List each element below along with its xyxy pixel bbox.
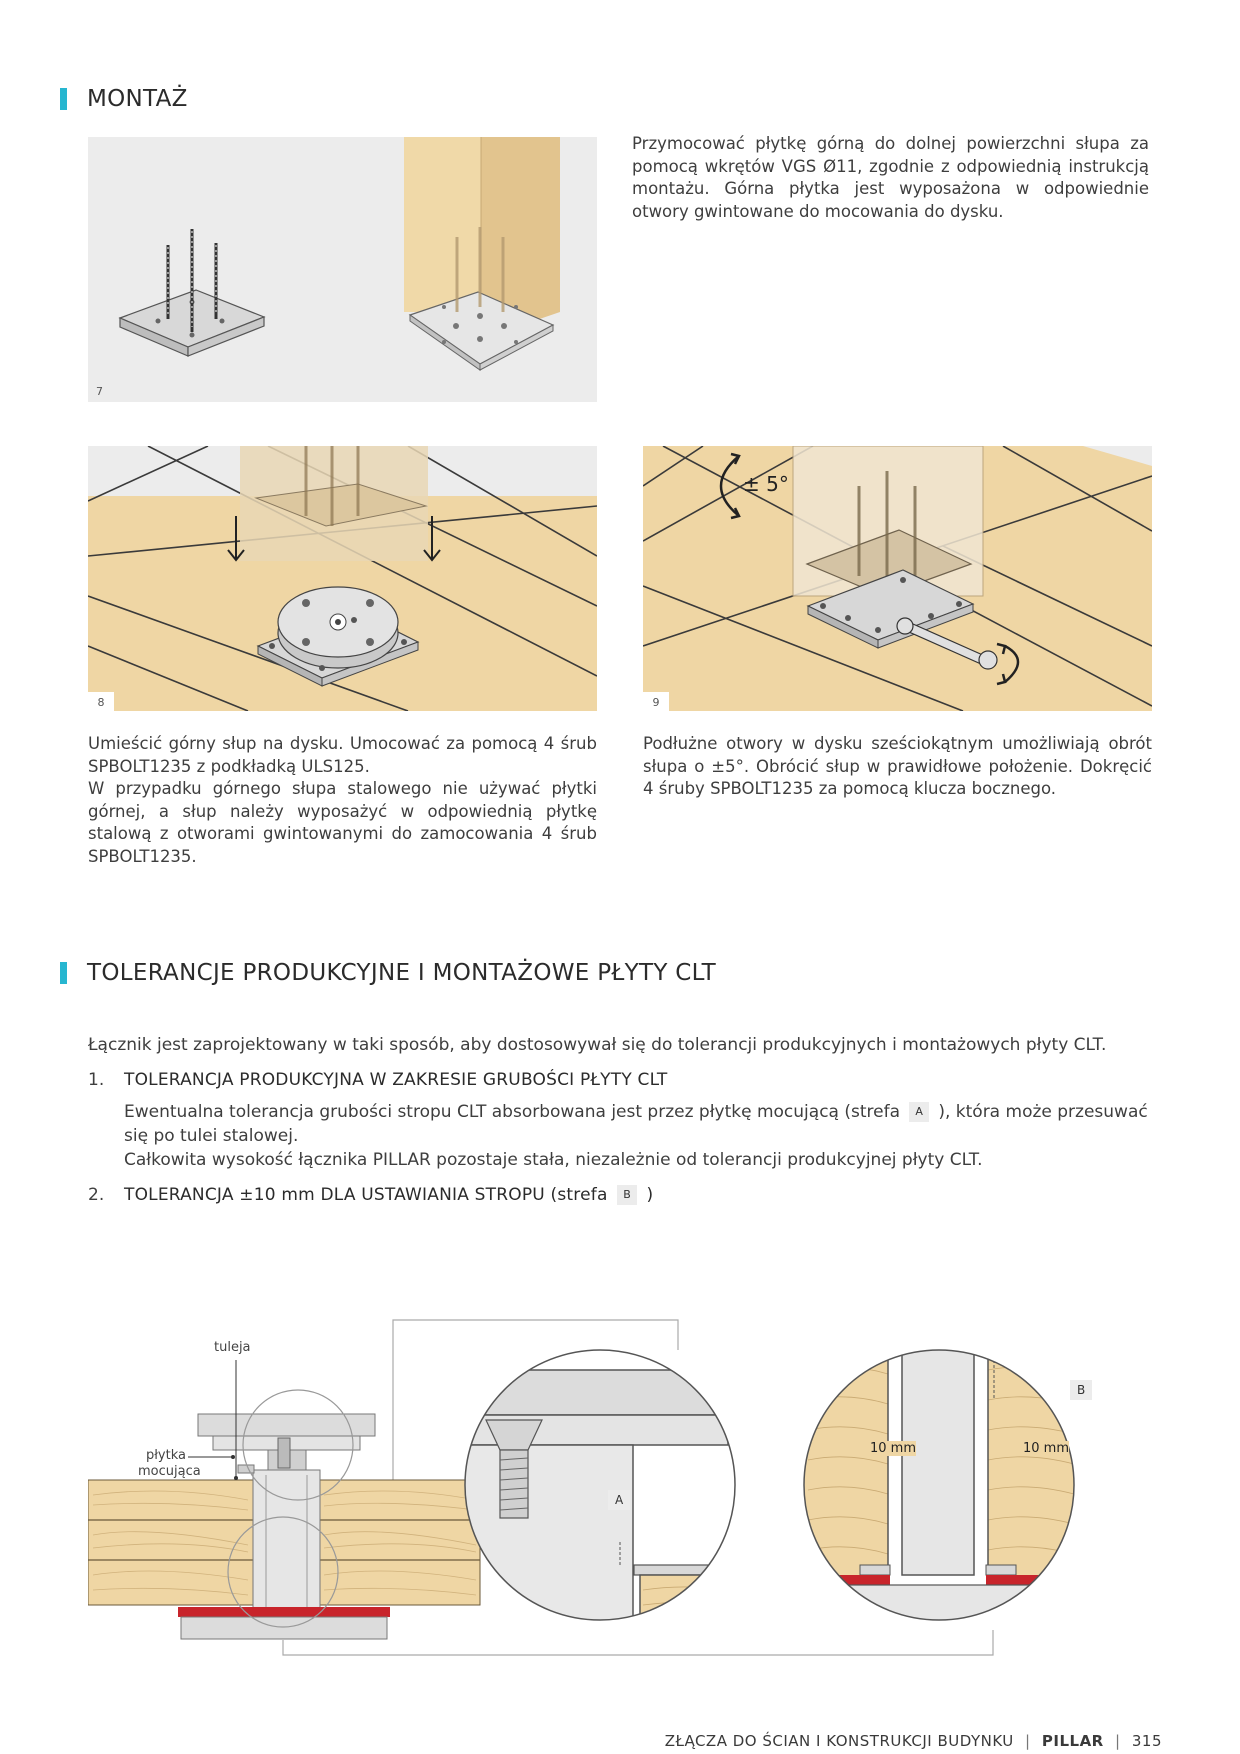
zone-a-label: A — [608, 1490, 631, 1510]
figure-7-illustration — [118, 137, 560, 371]
zone-b-label: B — [1070, 1380, 1093, 1400]
label-fixing-plate-line-2: mocująca — [138, 1464, 201, 1479]
list-heading-2-end: ) — [646, 1185, 654, 1205]
label-sleeve: tuleja — [214, 1340, 251, 1355]
gap-right-label: 10 mm — [1023, 1441, 1070, 1456]
list-text-1a-end: ), która może przesuwać się po tulei sta… — [124, 1102, 1148, 1146]
tolerance-diagram: tuleja płytka mocująca A B 10 mm 10 mm — [87, 1310, 1158, 1660]
figure-8-illustration — [88, 446, 597, 711]
figure-7: 7 — [88, 137, 597, 402]
section-title-montaz: MONTAŻ — [60, 84, 188, 114]
zone-b-badge: B — [617, 1185, 637, 1205]
list-heading-2-start: TOLERANCJA ±10 mm DLA USTAWIANIA STROPU … — [124, 1185, 608, 1205]
footer-text: ZŁĄCZA DO ŚCIAN I KONSTRUKCJI BUDYNKU — [664, 1732, 1014, 1750]
figure-8-number: 8 — [88, 692, 114, 711]
footer-separator: | — [1115, 1732, 1121, 1750]
figure-8-description: Umieścić górny słup na dysku. Umocować z… — [88, 733, 597, 868]
section-title-tolerancje: TOLERANCJE PRODUKCYJNE I MONTAŻOWE PŁYTY… — [60, 958, 716, 988]
page-footer: ZŁĄCZA DO ŚCIAN I KONSTRUKCJI BUDYNKU | … — [665, 1732, 1162, 1750]
label-fixing-plate: płytka mocująca — [138, 1448, 201, 1480]
list-heading-1: TOLERANCJA PRODUKCYJNA W ZAKRESIE GRUBOŚ… — [124, 1070, 668, 1090]
zone-a-badge: A — [909, 1102, 929, 1122]
section-title-text: TOLERANCJE PRODUKCYJNE I MONTAŻOWE PŁYTY… — [87, 960, 716, 986]
list-heading-2: TOLERANCJA ±10 mm DLA USTAWIANIA STROPU … — [124, 1185, 653, 1205]
section-title-text: MONTAŻ — [87, 86, 188, 112]
list-text-1a-start: Ewentualna tolerancja grubości stropu CL… — [124, 1102, 900, 1122]
figure-8-text-2: W przypadku górnego słupa stalowego nie … — [88, 779, 597, 866]
figure-7-number: 7 — [96, 385, 103, 398]
page-number: 315 — [1131, 1732, 1162, 1750]
section-marker — [60, 88, 67, 110]
footer-brand: PILLAR — [1041, 1732, 1104, 1750]
figure-9-illustration — [643, 446, 1152, 711]
section-marker — [60, 962, 67, 984]
figure-7-description: Przymocować płytkę górną do dolnej powie… — [632, 134, 1149, 221]
figure-8-text-1: Umieścić górny słup na dysku. Umocować z… — [88, 734, 597, 776]
list-number-2: 2. — [88, 1185, 105, 1205]
figure-9-description: Podłużne otwory w dysku sześciokątnym um… — [643, 734, 1152, 798]
list-text-1b: Całkowita wysokość łącznika PILLAR pozos… — [124, 1150, 983, 1170]
list-number-1: 1. — [88, 1070, 105, 1090]
footer-separator: | — [1025, 1732, 1031, 1750]
gap-left-label: 10 mm — [870, 1441, 917, 1456]
figure-8: 8 — [88, 446, 597, 711]
rotation-label: ± 5° — [743, 472, 789, 496]
intro-paragraph: Łącznik jest zaprojektowany w taki sposó… — [88, 1035, 1107, 1055]
tolerance-diagram-svg — [87, 1319, 1075, 1656]
figure-9: ± 5° 9 — [643, 446, 1152, 711]
figure-9-number: 9 — [643, 692, 669, 711]
list-text-1a: Ewentualna tolerancja grubości stropu CL… — [124, 1100, 1152, 1148]
label-fixing-plate-line-1: płytka — [145, 1448, 186, 1463]
